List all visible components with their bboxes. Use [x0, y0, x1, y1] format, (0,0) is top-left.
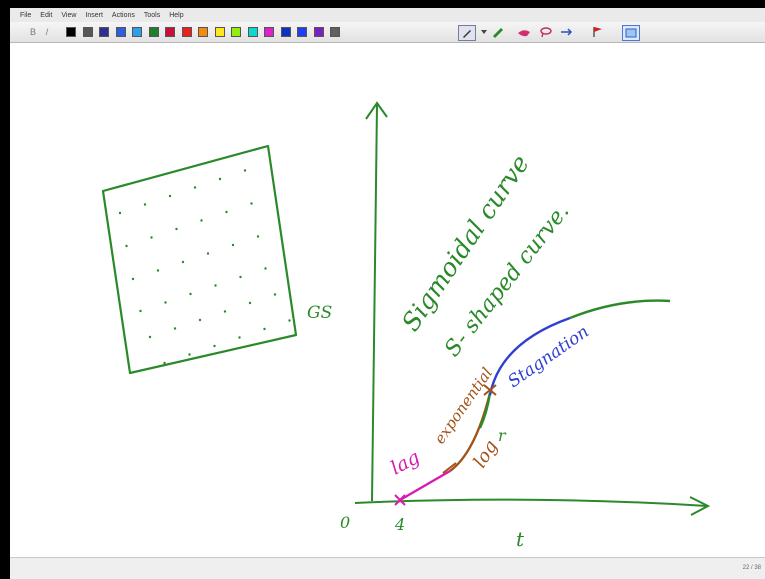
grid-dot [168, 194, 172, 198]
phase-lag-label: lag [387, 446, 423, 479]
status-bar: 22 / 38 [10, 557, 765, 579]
grid-dot [189, 292, 192, 296]
grid-square [101, 144, 298, 375]
grid-dot [223, 310, 227, 313]
image-icon[interactable] [622, 25, 640, 41]
grid-dot [148, 335, 152, 339]
pen-tool-icon[interactable] [458, 25, 476, 41]
grid-dot [163, 361, 166, 365]
marker-r-label: r [498, 426, 507, 445]
color-swatch[interactable] [165, 27, 175, 37]
grid-dot [173, 327, 177, 330]
color-swatch[interactable] [99, 27, 109, 37]
highlighter-icon[interactable] [490, 25, 506, 39]
color-swatch[interactable] [82, 27, 93, 37]
grid-dot [188, 353, 191, 356]
menu-insert[interactable]: Insert [85, 11, 103, 19]
grid-dot [264, 267, 267, 270]
grid-dot [218, 177, 222, 181]
menu-help[interactable]: Help [169, 11, 184, 19]
color-swatch[interactable] [330, 27, 340, 37]
grid-dot [150, 236, 153, 239]
color-swatch[interactable] [264, 27, 274, 37]
color-swatch[interactable] [297, 27, 307, 37]
plateau-segment [569, 299, 671, 320]
color-swatch[interactable] [115, 27, 126, 37]
grid-dot [139, 309, 142, 313]
grid-dot [143, 203, 147, 206]
grid-dot [256, 235, 260, 238]
color-swatch[interactable] [198, 27, 208, 37]
color-swatch[interactable] [247, 27, 258, 37]
grid-dot [156, 269, 160, 272]
grid-dot [250, 202, 253, 205]
x-axis-label: t [516, 527, 525, 551]
grid-dot [175, 227, 178, 231]
log-boundary-mark [483, 384, 497, 396]
color-swatch[interactable] [313, 27, 324, 37]
grid-dot [206, 252, 210, 255]
color-swatch[interactable] [132, 27, 142, 37]
color-swatch[interactable] [280, 27, 291, 37]
lasso-icon[interactable] [538, 25, 554, 39]
x-tick-label: 4 [394, 515, 405, 534]
grid-dot [193, 186, 197, 189]
x-axis-arrow [689, 496, 711, 516]
grid-dots [118, 169, 291, 365]
eraser-icon[interactable] [516, 25, 532, 39]
grid-dot [131, 277, 135, 281]
toolbar: B / [10, 22, 765, 43]
color-swatch[interactable] [66, 27, 76, 37]
color-swatch[interactable] [214, 27, 225, 37]
color-swatch[interactable] [231, 27, 241, 37]
menu-file[interactable]: File [20, 11, 32, 19]
log-segment [478, 392, 492, 429]
flag-icon[interactable] [590, 25, 606, 39]
color-swatch[interactable] [148, 27, 159, 37]
origin-label: 0 [340, 513, 350, 532]
lag-boundary-mark [442, 462, 457, 474]
menu-tools[interactable]: Tools [143, 11, 161, 19]
grid-dot [248, 301, 252, 305]
grid-dot [231, 243, 235, 247]
grid-dot [288, 319, 291, 322]
x-axis [354, 498, 708, 507]
chevron-down-icon[interactable] [476, 25, 492, 39]
grid-dot [213, 344, 216, 348]
menu-actions[interactable]: Actions [111, 11, 135, 19]
grid-dot [225, 210, 228, 214]
menu-bar: File Edit View Insert Actions Tools Help [10, 8, 765, 22]
grid-dot [238, 336, 241, 339]
y-axis-arrow [365, 101, 388, 120]
whiteboard-drawing: GS 0 4 t lag exponential log Stagnation … [101, 101, 711, 551]
grid-dot [125, 244, 128, 248]
lag-segment [399, 469, 451, 502]
menu-edit[interactable]: Edit [40, 11, 53, 19]
italic-icon[interactable]: / [45, 27, 49, 37]
page-indicator: 22 / 38 [742, 565, 761, 571]
color-swatch[interactable] [181, 27, 192, 37]
grid-dot [164, 301, 167, 304]
grid-dot [118, 211, 122, 215]
grid-dot [198, 318, 202, 322]
menu-view[interactable]: View [61, 11, 77, 19]
grid-dot [263, 327, 266, 331]
insert-space-icon[interactable] [558, 25, 574, 39]
grid-dot [200, 219, 203, 222]
phase-stagnation-label: Stagnation [504, 322, 592, 392]
grid-dot [243, 169, 247, 172]
grid-dot [214, 284, 217, 287]
grid-dot [239, 275, 242, 279]
title-sigmoidal: Sigmoidal curve [396, 150, 535, 337]
grid-label: GS [307, 303, 332, 323]
bold-icon[interactable]: B [29, 27, 36, 37]
ink-canvas[interactable]: GS 0 4 t lag exponential log Stagnation … [10, 43, 765, 555]
y-axis [371, 104, 378, 502]
app-window: File Edit View Insert Actions Tools Help… [10, 8, 765, 579]
grid-dot [181, 260, 185, 264]
stagnation-segment [488, 316, 571, 396]
grid-dot [273, 293, 277, 296]
